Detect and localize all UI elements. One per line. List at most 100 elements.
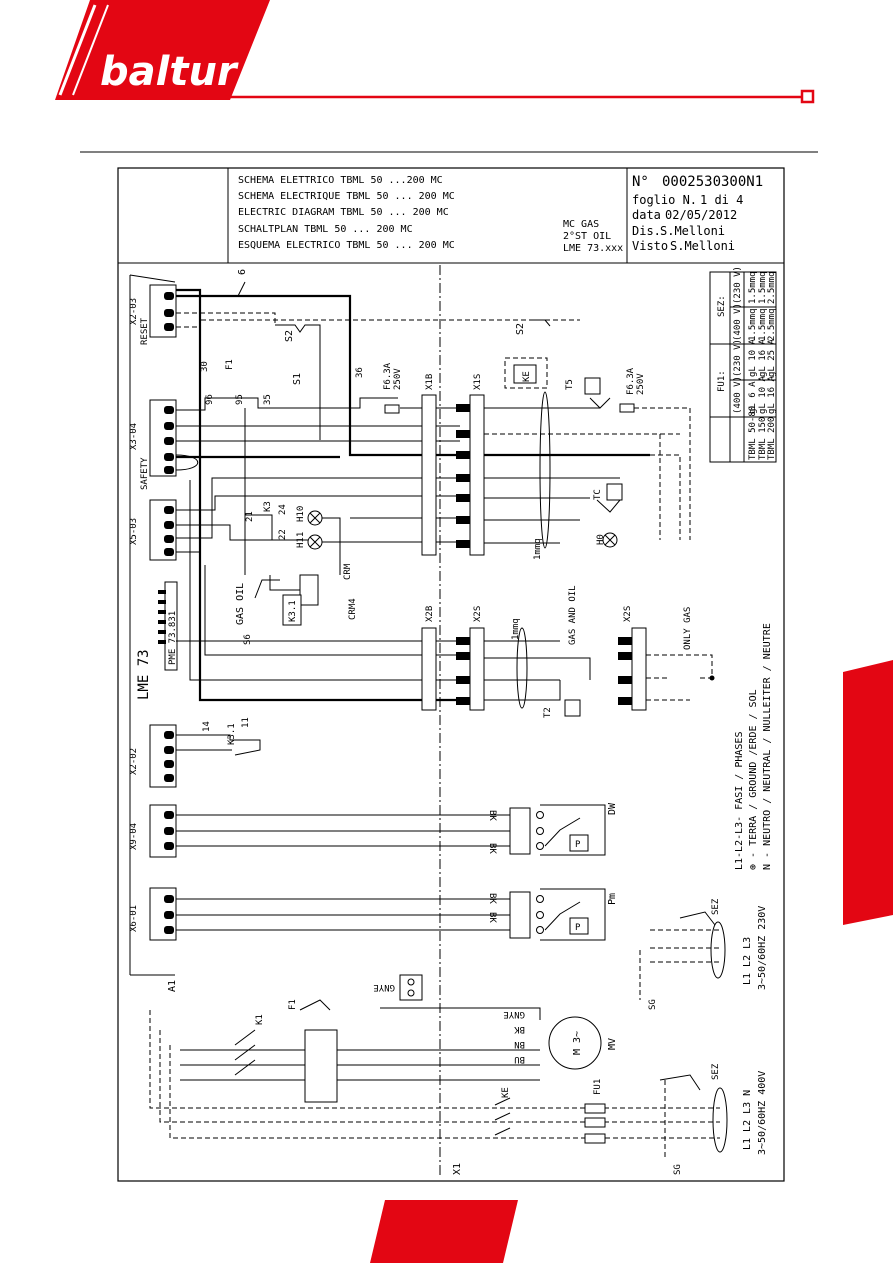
label-fuse-a-2: F6.3A xyxy=(626,367,636,395)
label-x9-04: X9-04 xyxy=(129,823,139,850)
label-safety: SAFETY xyxy=(140,457,150,490)
label-l123: L1 L2 L3 xyxy=(742,937,753,985)
label-wire-14: 14 xyxy=(202,721,212,732)
header-red-square xyxy=(800,89,815,104)
label-s2-b: S2 xyxy=(515,323,526,335)
label-x5-03: X5-03 xyxy=(129,518,139,545)
label-wire-22: 22 xyxy=(278,529,288,540)
label-wire-6: 6 xyxy=(237,269,248,275)
label-sg-2: SG xyxy=(648,999,658,1010)
model-2: TBML 150 xyxy=(758,417,768,460)
label-ke-power: KE xyxy=(501,1087,511,1098)
date-label: data xyxy=(632,208,661,222)
variant-1: MC GAS xyxy=(563,219,599,230)
label-wire-35: 35 xyxy=(263,394,273,405)
label-wire-21: 21 xyxy=(245,511,255,522)
pme73-module: PME 73.831 xyxy=(158,581,178,671)
label-crm: CRM xyxy=(343,563,353,580)
label-gnye-1: GNYE xyxy=(373,982,395,992)
label-bk-3: BK xyxy=(487,893,497,904)
label-supply-400: 3~50/60HZ 400V xyxy=(757,1071,768,1155)
label-s6: S6 xyxy=(243,634,253,645)
label-bu-motor: BU xyxy=(514,1054,525,1064)
label-s2: S2 xyxy=(284,330,295,342)
sez-400-3: 2.5mmq xyxy=(767,308,777,341)
checked-label: Visto xyxy=(632,239,668,253)
label-pm: Pm xyxy=(607,893,618,905)
terminal-x1b-x1s: X1B X1S xyxy=(421,374,485,556)
label-sez-1: SEZ xyxy=(711,1063,721,1080)
label-fuse-v-2: 250V xyxy=(636,373,646,395)
legend-phases: L1-L2-L3- FASI / PHASES xyxy=(734,732,745,870)
label-gnye-2: GNYE xyxy=(503,1009,525,1019)
pressure-switch-dw xyxy=(509,804,606,856)
fuse-table: FU1: SEZ: (400 V) (230 V) (400 V) (230 V… xyxy=(709,266,777,463)
label-x2s-2: X2S xyxy=(623,606,633,622)
label-sez-2: SEZ xyxy=(711,898,721,915)
label-k1: K1 xyxy=(255,1014,265,1025)
label-x1b: X1B xyxy=(425,374,435,390)
connector-x2-03 xyxy=(149,284,177,338)
label-p-dw: P xyxy=(575,840,581,850)
label-mmq-1: 1mmq xyxy=(533,538,543,560)
label-x3-04: X3-04 xyxy=(129,423,139,450)
number-label: N° xyxy=(632,174,649,190)
x1b-terminals xyxy=(456,404,470,548)
label-x2-02: X2-02 xyxy=(129,748,139,775)
drawn-value: S.Melloni xyxy=(660,224,725,238)
drawn-label: Dis. xyxy=(632,224,661,238)
sez-230-1: 1.5mmq xyxy=(748,271,758,304)
label-lme: LME 73 xyxy=(136,649,152,700)
sez-col-230: (230 V) xyxy=(733,266,743,304)
fu1-400-2: gL 10 A xyxy=(758,375,768,414)
label-a1: A1 xyxy=(167,980,178,992)
label-fu1-power: FU1 xyxy=(593,1079,603,1095)
sez-230-2: 1.5mmq xyxy=(758,271,768,304)
logo-text: baltur xyxy=(100,49,239,95)
label-tc: TC xyxy=(593,489,603,500)
fu1-230-2: gL 16 A xyxy=(758,338,768,377)
label-wire-11: 11 xyxy=(241,717,251,728)
label-fuse-a: F6.3A xyxy=(383,362,393,390)
fu1-230-3: gL 25 A xyxy=(767,338,777,377)
label-h11: H11 xyxy=(296,532,306,548)
title-block: SCHEMA ELETTRICO TBML 50 ...200 MC SCHEM… xyxy=(238,174,763,254)
label-f1: F1 xyxy=(225,359,235,370)
label-h10: H10 xyxy=(296,506,306,522)
bottom-tab xyxy=(370,1200,518,1263)
connector-x9-04 xyxy=(149,804,177,858)
x1s-outputs xyxy=(484,357,691,549)
connector-x2-02 xyxy=(149,724,177,788)
label-mv: MV xyxy=(607,1038,618,1050)
sez-230-3: 2.5mmq xyxy=(767,271,777,304)
fu1-col-400: (400 V) xyxy=(733,376,743,414)
label-x2s-1: X2S xyxy=(473,606,483,622)
label-bn-motor: BN xyxy=(514,1039,525,1049)
label-bk-2: BK xyxy=(487,843,497,854)
label-mmq-2: 1mmq xyxy=(511,618,521,640)
power-section xyxy=(149,911,728,1160)
label-gas-oil: GAS OIL xyxy=(235,583,246,625)
label-x2-03: X2-03 xyxy=(129,298,139,325)
label-x1: X1 xyxy=(452,1163,463,1175)
sheet-value: 1 di 4 xyxy=(700,193,743,207)
legend-neutral: N - NEUTRO / NEUTRAL / NULLEITER / NEUTR… xyxy=(762,623,773,870)
label-f1-power: F1 xyxy=(288,999,298,1010)
legend-ground: ⊕ - TERRA / GROUND /ERDE / SOL xyxy=(748,689,759,870)
sheet-label: foglio N. xyxy=(632,193,697,207)
label-x2b: X2B xyxy=(425,606,435,622)
title-line-2: SCHEMA ELECTRIQUE TBML 50 ... 200 MC xyxy=(238,191,455,202)
title-line-1: SCHEMA ELETTRICO TBML 50 ...200 MC xyxy=(238,175,443,186)
label-wire-30: 30 xyxy=(200,361,210,372)
fu1-400-3: gL 16 A xyxy=(767,375,777,414)
fu1-230-1: gL 10 A xyxy=(748,338,758,377)
side-tab xyxy=(843,660,893,925)
sez-col-400: (400 V) xyxy=(733,303,743,341)
label-fuse-v: 250V xyxy=(393,368,403,390)
label-bk-1: BK xyxy=(487,810,497,821)
label-p-pm: P xyxy=(575,923,581,933)
label-crm4: CRM4 xyxy=(348,598,358,620)
label-l123n: L1 L2 L3 N xyxy=(742,1090,753,1150)
fu1-400-1: gL 6 A xyxy=(748,381,758,414)
